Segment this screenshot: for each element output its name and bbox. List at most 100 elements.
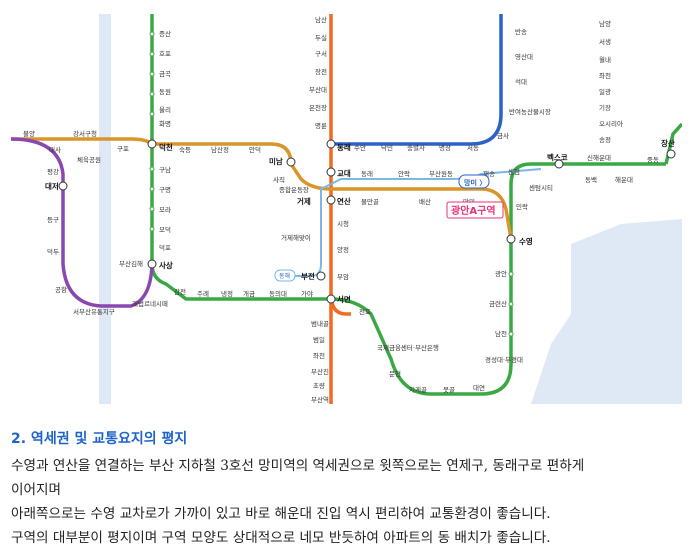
label-dusil: 두실 xyxy=(315,33,327,42)
label-mora: 모라 xyxy=(159,205,171,214)
label-sicheong: 시청 xyxy=(337,220,349,228)
label-gaya: 동의대 xyxy=(269,289,287,298)
label-hopo: 호포 xyxy=(159,50,171,58)
label-gamjeon: 감전 xyxy=(174,287,186,296)
label-sinhae: 신해운대 xyxy=(587,153,611,162)
stop-marker xyxy=(149,51,155,57)
label-hwamyeong: 화명 xyxy=(159,119,171,128)
label-mulmangol: 물만골 xyxy=(361,197,379,206)
label-busanjin: 부산진 xyxy=(311,367,329,376)
label-seoseong: 서생 xyxy=(599,37,611,46)
label-jeongmin: 체육공원 xyxy=(77,155,101,164)
label-seobusan: 서부산유통지구 xyxy=(73,307,115,316)
label-bujeon: 부전 xyxy=(301,271,315,281)
stop-marker xyxy=(149,31,155,37)
label-pyeonggang: 평강 xyxy=(47,167,59,176)
station-marker-suyeong[interactable] xyxy=(506,234,516,244)
donghae-line xyxy=(291,168,542,277)
label-beomnaegol: 범내골 xyxy=(311,319,329,328)
label-banyeo: 반여농산물시장 xyxy=(509,107,551,116)
stop-marker xyxy=(149,226,155,232)
stop-marker xyxy=(508,301,514,307)
label-motgol: 못골 xyxy=(443,386,455,394)
label-busanyeok: 부산역 xyxy=(311,395,329,404)
label-centum: 센텀 xyxy=(508,167,520,176)
line-1 xyxy=(329,14,351,316)
bujeon-tag-box xyxy=(274,269,296,282)
label-jangjeon: 장전 xyxy=(315,67,327,76)
label-songjeong: 송정 xyxy=(599,135,611,144)
label-daejeo: 대저 xyxy=(45,181,59,191)
label-jigegol: 지게골 xyxy=(409,385,427,394)
label-gangseo-gucheong: 강서구청 xyxy=(73,129,97,138)
label-jeungsan: 증산 xyxy=(159,29,171,38)
label-yangjeong: 양정 xyxy=(337,245,349,254)
label-gyodae: 교대 xyxy=(337,168,351,178)
label-jeonpo: 전포 xyxy=(359,307,371,316)
label-wollae: 월내 xyxy=(599,55,611,64)
stop-marker xyxy=(149,206,155,212)
station-marker-yeonsan[interactable] xyxy=(326,195,336,205)
station-marker-jangsan[interactable] xyxy=(666,149,676,159)
label-busanwondong: 부산원동 xyxy=(429,169,453,178)
station-marker-bexco[interactable] xyxy=(554,159,564,169)
station-marker-minam[interactable] xyxy=(286,157,296,167)
label-bullang: 불양 xyxy=(23,129,35,138)
label-suyeong: 수영 xyxy=(519,236,533,246)
label-daesa: 대사 xyxy=(49,145,61,154)
line-4 xyxy=(331,14,503,146)
label-seodong: 서동 xyxy=(467,143,479,152)
label-sukdeung: 숙등 xyxy=(179,146,191,154)
river-area xyxy=(99,14,111,404)
label-geoje-haeyeon: 거제해맞이 xyxy=(281,233,311,242)
label-haeundae: 해운대 xyxy=(615,175,633,184)
label-seomyeon: 서면 xyxy=(337,294,351,304)
label-minrak: 민락 xyxy=(516,202,528,211)
label-bexco: 벡스코 xyxy=(547,152,568,162)
station-marker-daejeo[interactable] xyxy=(58,181,68,191)
stop-marker xyxy=(149,186,155,192)
stop-marker xyxy=(149,166,155,172)
label-bujeon-l2: 부암 xyxy=(337,273,349,281)
label-allak: 안락 xyxy=(398,169,410,178)
label-namcheon: 남천 xyxy=(495,329,507,338)
label-jwacheon: 좌천 xyxy=(313,351,325,360)
label-centum-city: 센텀시티 xyxy=(529,183,553,192)
stop-marker xyxy=(149,71,155,77)
label-busan-univ: 부산대 xyxy=(309,85,327,94)
station-marker-seomyeon[interactable] xyxy=(326,294,336,304)
subway-map: 불양 대사 강서구청 구포 덕천 숙등 남산정 만덕 미남 동래 수안 낙민 충… xyxy=(11,14,682,404)
label-dongwon: 동원 xyxy=(159,87,171,96)
label-jaesong: 재송 xyxy=(483,170,495,178)
bujeon-tag-label: 동해 xyxy=(279,272,290,280)
station-marker-gyodae[interactable] xyxy=(326,167,336,177)
label-sports-complex: 종합운동장 xyxy=(279,185,309,194)
line-2 xyxy=(150,14,666,396)
station-marker-deokcheon[interactable] xyxy=(147,139,157,149)
label-oncheonjang: 온천장 xyxy=(309,103,327,112)
label-gukje: 국제금융센터·부산은행 xyxy=(377,343,439,352)
mangmi-tag-label: 망미 〉 xyxy=(464,178,486,187)
label-geumgok: 금곡 xyxy=(159,70,171,78)
label-gwangan: 광안 xyxy=(495,269,507,278)
label-namsan: 남산 xyxy=(315,15,327,24)
label-dongbaek: 동백 xyxy=(585,175,597,184)
label-gwaebeop: 괘법르네시떼 xyxy=(132,299,168,308)
label-choryang: 초량 xyxy=(313,382,325,390)
label-gongdang: 공항 xyxy=(55,285,67,294)
subway-map-svg: 불양 대사 강서구청 구포 덕천 숙등 남산정 만덕 미남 동래 수안 낙민 충… xyxy=(11,14,682,404)
label-minam: 미남 xyxy=(269,156,283,166)
label-chungnyeolsa: 충렬사 xyxy=(407,143,425,152)
label-dongnae2: 동래 xyxy=(361,169,373,178)
station-marker-bujeon[interactable] xyxy=(316,271,326,281)
label-nopo2: 남양 xyxy=(599,19,611,28)
label-naengjeong: 냉정 xyxy=(221,289,233,298)
stop-marker xyxy=(149,111,155,117)
label-myeongnyun: 명륜 xyxy=(315,121,327,130)
label-sucheon: 수안 xyxy=(354,143,366,152)
station-marker-dongnae[interactable] xyxy=(326,139,336,149)
label-yeongsan-univ: 영산대 xyxy=(515,52,533,61)
station-marker-sasang[interactable] xyxy=(147,259,157,269)
label-bujeon2: 가야 xyxy=(301,289,313,298)
section-heading: 2. 역세권 및 교통요지의 평지 xyxy=(11,431,188,447)
